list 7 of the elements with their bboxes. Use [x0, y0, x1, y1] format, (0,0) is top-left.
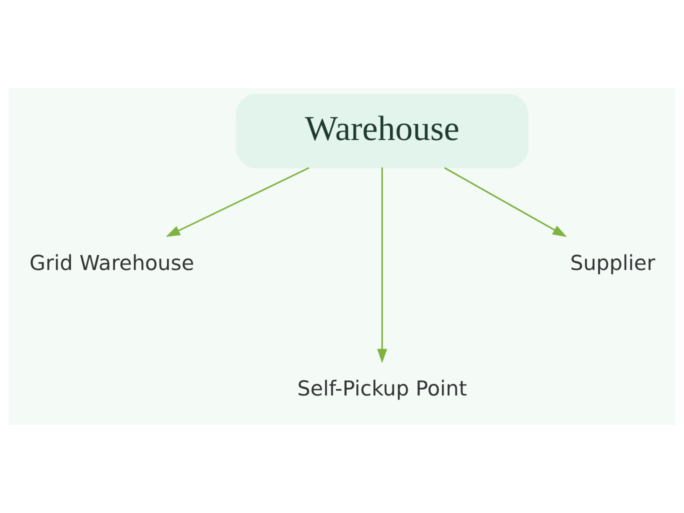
arrow [166, 167, 310, 237]
node-text: Supplier [570, 250, 656, 275]
node-text: Self-Pickup Point [297, 376, 467, 400]
arrow [444, 167, 567, 238]
node-text: Grid Warehouse [30, 250, 194, 275]
arrow [377, 168, 388, 364]
node-box: Warehouse [236, 94, 528, 168]
